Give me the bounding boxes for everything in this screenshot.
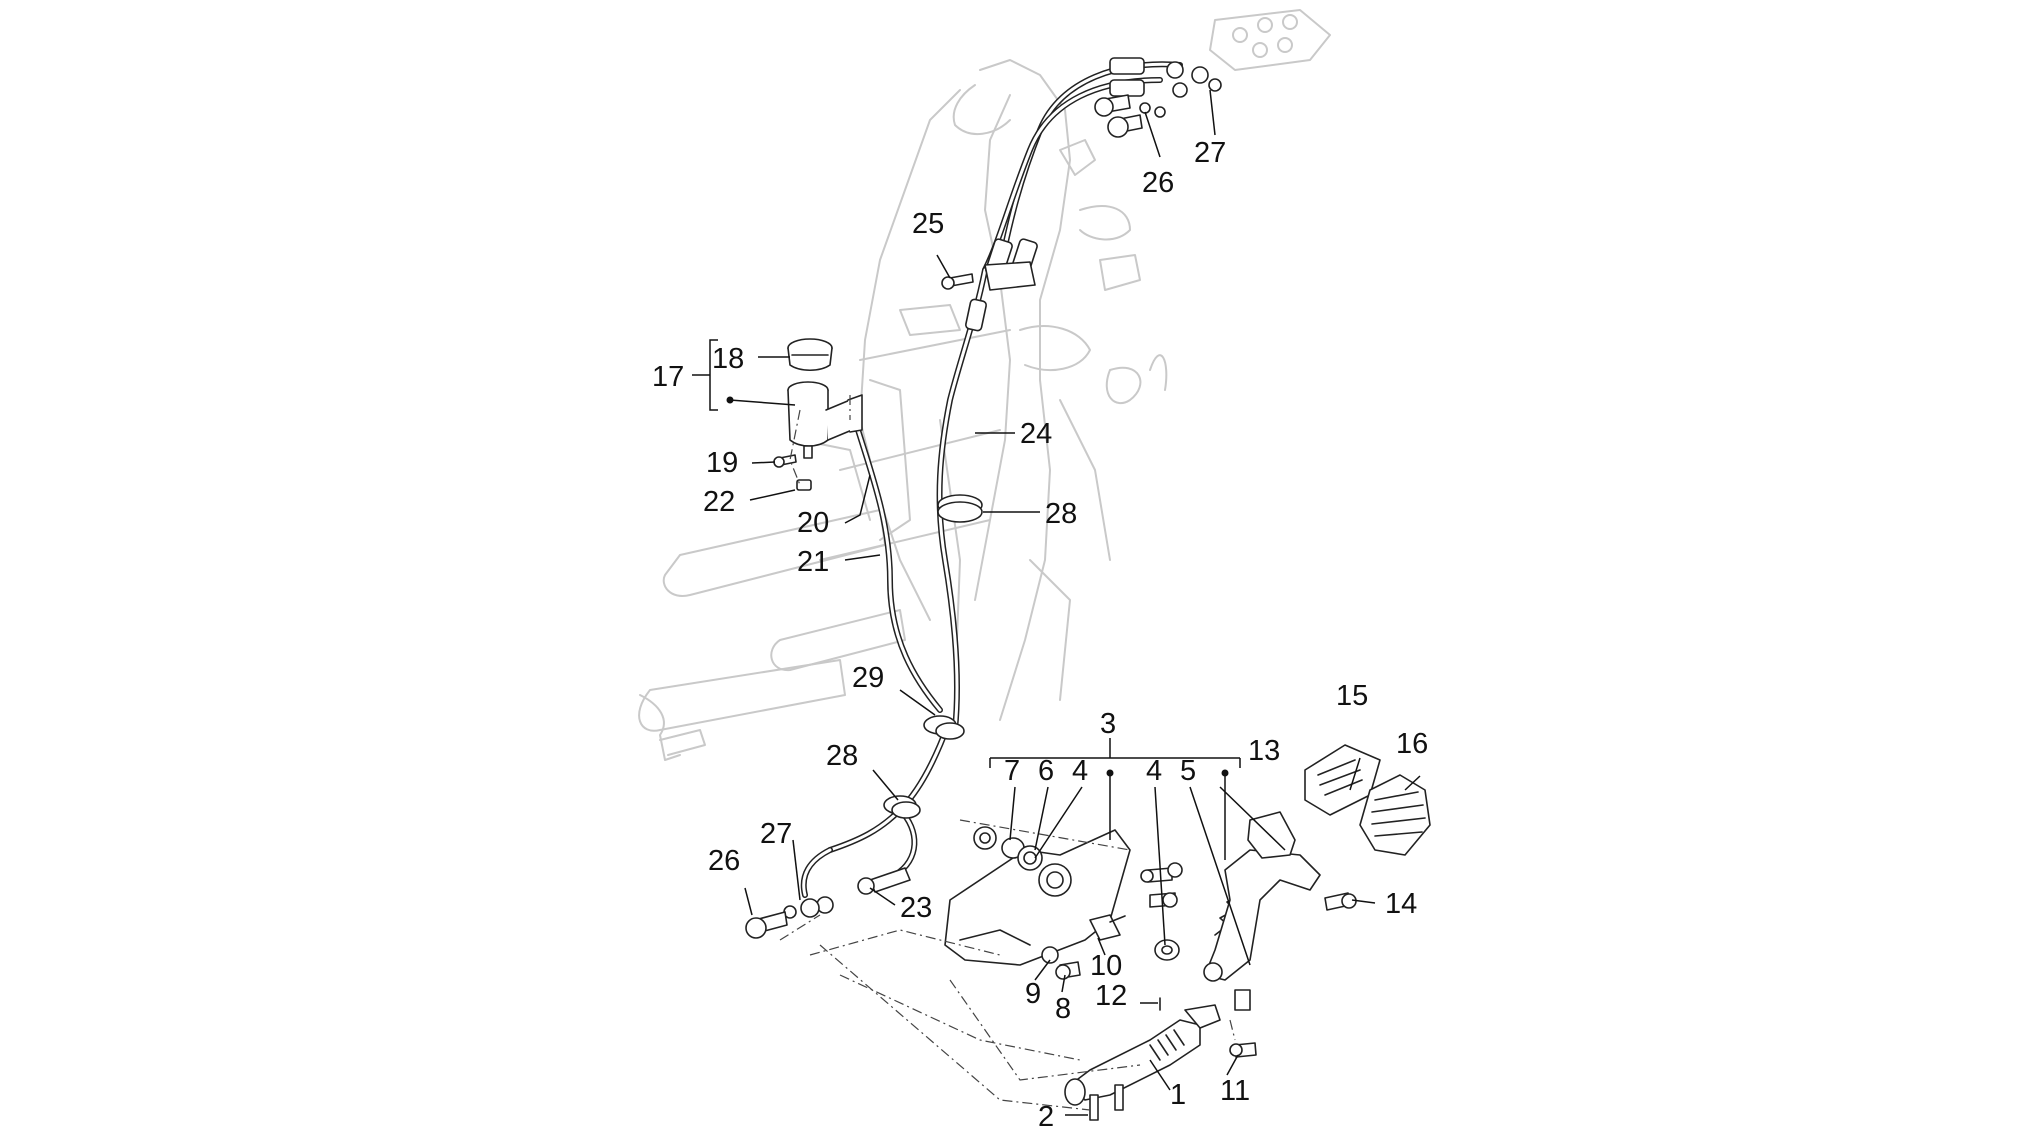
callout-27: 27 bbox=[1194, 137, 1226, 169]
scooter-frame bbox=[638, 9, 1331, 761]
callout-17: 17 bbox=[652, 361, 684, 393]
callout-11: 11 bbox=[1220, 1075, 1250, 1107]
callout-15: 15 bbox=[1336, 680, 1368, 712]
callout-9: 9 bbox=[1025, 978, 1041, 1010]
callout-22: 22 bbox=[703, 486, 735, 518]
callout-5: 5 bbox=[1180, 755, 1196, 787]
callout-10: 10 bbox=[1090, 950, 1122, 982]
callout-labels: 1 2 3 4 4 5 6 7 8 9 10 11 12 13 14 15 16… bbox=[652, 137, 1428, 1128]
brake-hoses bbox=[800, 61, 1183, 898]
callout-29: 29 bbox=[852, 662, 884, 694]
hose-fittings bbox=[745, 57, 1222, 939]
callout-27: 27 bbox=[760, 818, 792, 850]
leader-lines bbox=[692, 89, 1421, 1116]
callout-8: 8 bbox=[1055, 993, 1071, 1025]
callout-7: 7 bbox=[1004, 755, 1020, 787]
brake-reservoir bbox=[773, 338, 863, 491]
callout-20: 20 bbox=[797, 507, 829, 539]
callout-2: 2 bbox=[1038, 1101, 1054, 1128]
brake-pedal-assembly bbox=[779, 395, 1431, 1121]
callout-4: 4 bbox=[1072, 755, 1088, 787]
callout-24: 24 bbox=[1020, 418, 1052, 450]
callout-21: 21 bbox=[797, 546, 829, 578]
callout-13: 13 bbox=[1248, 735, 1280, 767]
callout-3: 3 bbox=[1100, 708, 1116, 740]
callout-14: 14 bbox=[1385, 888, 1417, 920]
callout-25: 25 bbox=[912, 208, 944, 240]
callout-19: 19 bbox=[706, 447, 738, 479]
callout-1: 1 bbox=[1170, 1079, 1186, 1111]
callout-12: 12 bbox=[1095, 980, 1127, 1012]
callout-6: 6 bbox=[1038, 755, 1054, 787]
callout-26: 26 bbox=[1142, 167, 1174, 199]
callout-18: 18 bbox=[712, 343, 744, 375]
callout-28: 28 bbox=[826, 740, 858, 772]
callout-16: 16 bbox=[1396, 728, 1428, 760]
callout-4: 4 bbox=[1146, 755, 1162, 787]
callout-28: 28 bbox=[1045, 498, 1077, 530]
callout-26: 26 bbox=[708, 845, 740, 877]
callout-23: 23 bbox=[900, 892, 932, 924]
